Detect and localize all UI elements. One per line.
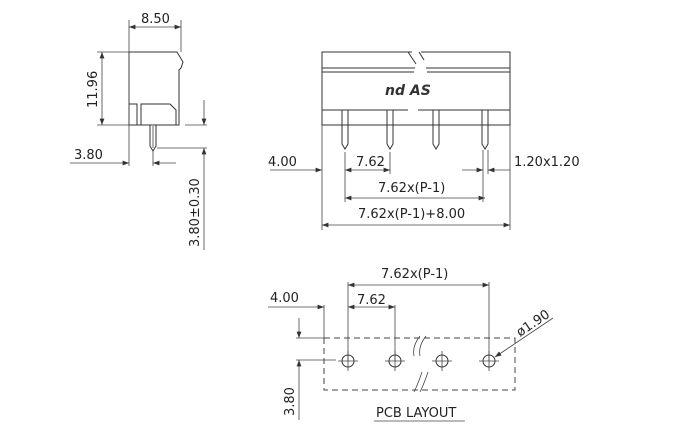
side-view: 8.50 11.96 3.80 3.80±0.30 (70, 12, 207, 250)
hole-diameter-label: ø1.90 (514, 307, 553, 340)
brand-logo: nd AS (385, 83, 431, 99)
front-view: nd AS 4.00 7.62 1.20x1.20 7.62x(P-1) 7.6… (268, 51, 580, 230)
pcb-edge-label: 4.00 (270, 291, 299, 306)
pcb-pitch-label: 7.62 (357, 293, 386, 308)
front-total-label: 7.62x(P-1)+8.00 (358, 207, 465, 222)
pin-size-label: 1.20x1.20 (514, 155, 580, 170)
pcb-span-label: 7.62x(P-1) (381, 267, 448, 282)
side-height-label: 11.96 (86, 71, 101, 108)
pins (341, 110, 489, 150)
front-edge-label: 4.00 (268, 155, 297, 170)
front-pitch-label: 7.62 (356, 155, 385, 170)
pcb-row-offset-label: 3.80 (283, 387, 298, 416)
pcb-layout-title: PCB LAYOUT (376, 406, 456, 421)
side-offset-label: 3.80 (74, 148, 103, 163)
pcb-layout: 7.62x(P-1) 7.62 4.00 3.80 ø1.90 PCB LAYO… (268, 267, 554, 422)
side-pin-length-label: 3.80±0.30 (188, 178, 203, 247)
side-width-label: 8.50 (141, 12, 170, 27)
front-span-label: 7.62x(P-1) (378, 181, 445, 196)
pcb-holes (338, 351, 499, 371)
